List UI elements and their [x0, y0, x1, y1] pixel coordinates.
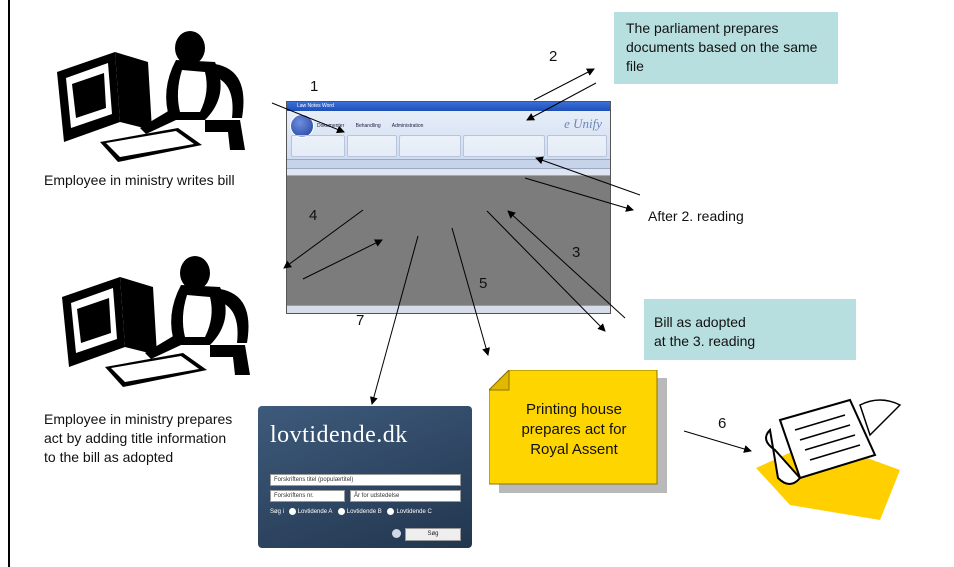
- lovtidende-search-prefix: Søg i: [270, 509, 285, 516]
- lovtidende-title: lovtidende.dk: [270, 422, 408, 448]
- ribbon-group-4: [463, 135, 545, 157]
- lovtidende-panel: lovtidende.dk Forskriftens titel (populæ…: [258, 406, 472, 548]
- step-1: 1: [310, 78, 319, 95]
- printing-house-text: Printing house prepares act for Royal As…: [521, 401, 627, 458]
- bill-adopted-box: Bill as adopted at the 3. reading: [644, 299, 856, 360]
- left-border: [8, 0, 10, 567]
- bill-adopted-line2: at the 3. reading: [654, 333, 756, 349]
- step-6: 6: [718, 415, 727, 432]
- lovtidende-title-input[interactable]: Forskriftens titel (populærtitel): [270, 474, 461, 486]
- app-ribbon: Dokumenter Behandling Administration e U…: [287, 111, 610, 160]
- parliament-box: The parliament prepares documents based …: [614, 12, 838, 84]
- after-reading-label: After 2. reading: [648, 208, 744, 224]
- lovtidende-search-button[interactable]: Søg: [405, 528, 461, 541]
- employee-prepares-label: Employee in ministry prepares act by add…: [44, 411, 233, 465]
- radio-b-icon[interactable]: [337, 508, 345, 515]
- arrow-6: [683, 430, 752, 453]
- app-tab-admin[interactable]: Administration: [391, 123, 424, 129]
- app-column-header: [287, 169, 610, 176]
- ribbon-group-2: [347, 135, 397, 157]
- employee-writes-label: Employee in ministry writes bill: [44, 172, 235, 188]
- arrow-2: [533, 68, 595, 101]
- radio-c-label: Lovtidende C: [396, 509, 432, 516]
- law-app-window: Law Notes Word Dokumenter Behandling Adm…: [286, 101, 611, 314]
- help-icon[interactable]: [392, 529, 401, 538]
- radio-b-label: Lovtidende B: [346, 509, 382, 516]
- radio-a-label: Lovtidende A: [297, 509, 333, 516]
- printing-house-card: Printing house prepares act for Royal As…: [489, 370, 667, 493]
- app-tab-documents[interactable]: Dokumenter: [317, 123, 345, 129]
- bill-adopted-line1: Bill as adopted: [654, 314, 746, 330]
- step-7: 7: [356, 312, 365, 329]
- step-4: 4: [309, 207, 318, 224]
- app-statusbar: [287, 305, 610, 313]
- ribbon-group-5: [547, 135, 607, 157]
- ribbon-group-1: [291, 135, 345, 157]
- lovtidende-radio-group: Søg i Lovtidende A Lovtidende B Lovtiden…: [270, 508, 432, 515]
- card-shape: [489, 370, 658, 485]
- step-2: 2: [549, 48, 558, 65]
- app-tab-processing[interactable]: Behandling: [355, 123, 381, 129]
- lovtidende-year-input[interactable]: År for udstedelse: [350, 490, 461, 502]
- app-tabs: Dokumenter Behandling Administration: [317, 123, 433, 129]
- radio-c-icon[interactable]: [387, 508, 395, 515]
- workstation-illustration-top: [57, 31, 245, 162]
- radio-a-icon[interactable]: [288, 508, 296, 515]
- workstation-illustration-bottom: [62, 256, 250, 387]
- step-3: 3: [572, 244, 581, 261]
- app-brand: e Unify: [564, 116, 602, 131]
- lovtidende-number-input[interactable]: Forskriftens nr.: [270, 490, 345, 502]
- app-titlebar: Law Notes Word: [287, 102, 610, 111]
- ribbon-group-3: [399, 135, 461, 157]
- step-5: 5: [479, 275, 488, 292]
- app-group-bar: [287, 160, 610, 169]
